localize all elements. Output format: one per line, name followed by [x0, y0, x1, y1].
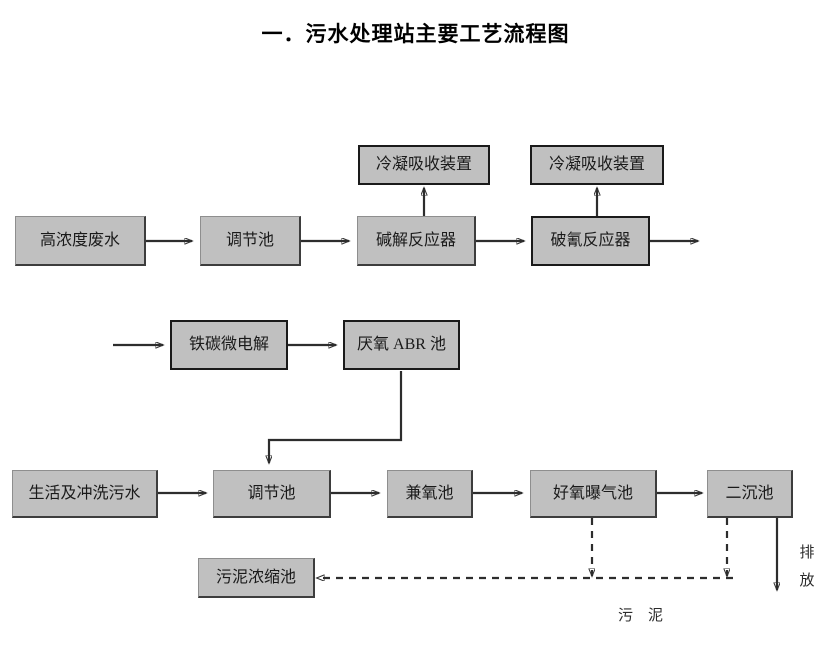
- node-label: 生活及冲洗污水: [28, 484, 141, 502]
- node-regulating-tank-1[interactable]: 调节池: [200, 216, 301, 266]
- node-label: 冷凝吸收装置: [375, 156, 472, 173]
- node-secondary-settling-tank[interactable]: 二沉池: [707, 470, 793, 518]
- node-label: 破氰反应器: [550, 232, 631, 249]
- node-sludge-thickening-tank[interactable]: 污泥浓缩池: [198, 558, 315, 598]
- node-condenser-right[interactable]: 冷凝吸收装置: [530, 145, 664, 185]
- node-label: 高浓度废水: [39, 231, 120, 249]
- node-alkaline-hydrolysis-reactor[interactable]: 碱解反应器: [357, 216, 476, 266]
- sludge-label: 污 泥: [618, 608, 664, 624]
- node-label: 厌氧 ABR 池: [357, 336, 446, 353]
- node-facultative-tank[interactable]: 兼氧池: [387, 470, 473, 518]
- node-cyanide-breaking-reactor[interactable]: 破氰反应器: [531, 216, 650, 266]
- discharge-label-line1: 排: [799, 545, 815, 561]
- discharge-label-line2: 放: [799, 573, 815, 589]
- node-domestic-flush-sewage[interactable]: 生活及冲洗污水: [12, 470, 158, 518]
- node-label: 兼氧池: [405, 484, 454, 502]
- node-label: 铁碳微电解: [188, 336, 269, 353]
- node-high-concentration-wastewater[interactable]: 高浓度废水: [15, 216, 146, 266]
- node-label: 调节池: [225, 231, 274, 249]
- node-label: 好氧曝气池: [552, 484, 633, 502]
- node-label: 污泥浓缩池: [215, 568, 296, 586]
- node-label: 碱解反应器: [375, 231, 456, 249]
- node-aerobic-aeration-tank[interactable]: 好氧曝气池: [530, 470, 657, 518]
- node-iron-carbon-microelectrolysis[interactable]: 铁碳微电解: [170, 320, 288, 370]
- page-title: 一．污水处理站主要工艺流程图: [261, 22, 570, 46]
- node-regulating-tank-2[interactable]: 调节池: [213, 470, 331, 518]
- link-abr-to-regulating2: [269, 371, 403, 463]
- node-condenser-left[interactable]: 冷凝吸收装置: [358, 145, 490, 185]
- node-label: 二沉池: [725, 484, 774, 502]
- node-label: 调节池: [247, 484, 296, 502]
- node-label: 冷凝吸收装置: [548, 156, 645, 173]
- node-anaerobic-abr-tank[interactable]: 厌氧 ABR 池: [343, 320, 460, 370]
